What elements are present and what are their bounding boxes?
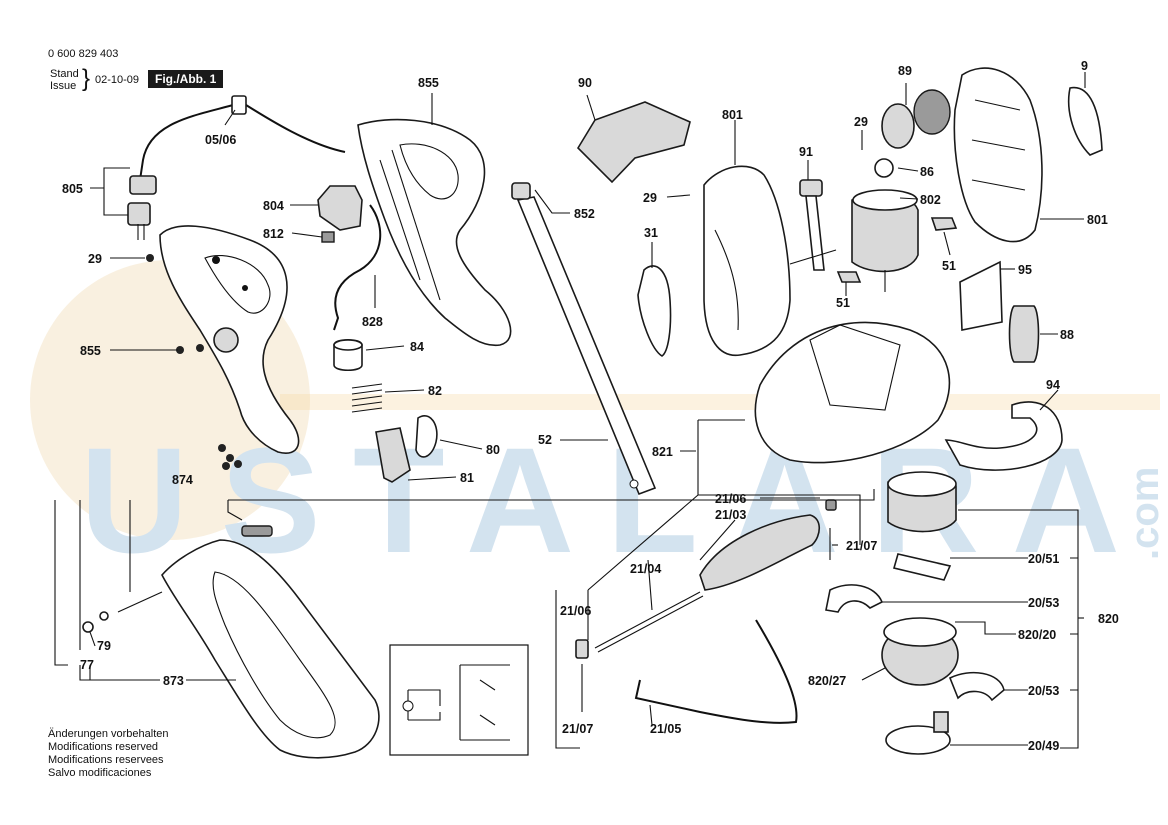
label-29-top: 29 [854,115,868,129]
part-9 [1067,86,1103,156]
label-29-left: 29 [88,252,102,266]
screws-left [146,254,242,470]
part-handle-855 [159,225,300,454]
label-874: 874 [172,473,193,487]
label-801-right: 801 [1087,213,1108,227]
label-852: 852 [574,207,595,221]
label-88: 88 [1060,328,1074,342]
note-de: Änderungen vorbehalten [48,728,169,740]
part-motor-housing-801 [703,165,791,357]
part-guard-821 [754,321,951,464]
label-94: 94 [1046,378,1060,392]
note-fr: Modifications reservees [48,754,164,766]
part-51-95-88 [836,217,1040,363]
part-labels: 05/06 805 29 855 855 804 812 828 84 82 8… [62,59,1119,753]
label-21-06-bottom: 21/06 [560,604,591,618]
label-80: 80 [486,443,500,457]
label-9: 9 [1081,59,1088,73]
part-84-82-80-81 [333,338,438,483]
label-20-51: 20/51 [1028,552,1059,566]
part-inset-circuit [389,644,529,756]
label-820-20: 820/20 [1018,628,1056,642]
label-91: 91 [799,145,813,159]
label-820-27: 820/27 [808,674,846,688]
part-tube-852 [511,182,657,496]
label-79: 79 [97,639,111,653]
label-90: 90 [578,76,592,90]
label-77: 77 [80,658,94,672]
note-en: Modifications reserved [48,741,159,753]
label-812: 812 [263,227,284,241]
label-21-03: 21/03 [715,508,746,522]
label-821: 821 [652,445,673,459]
doc-number: 0 600 829 403 [48,48,119,60]
label-805: 805 [62,182,83,196]
label-804: 804 [263,199,284,213]
issue-date: 02-10-09 [95,74,140,86]
label-855-top: 855 [418,76,439,90]
brace: } [82,65,91,92]
part-cap-90 [576,101,691,184]
note-es: Salvo modificaciones [48,767,152,779]
part-cable-805 [127,95,346,240]
part-handle-94 [944,401,1063,471]
label-05-06: 05/06 [205,133,236,147]
part-motor-802 [851,158,919,292]
label-802: 802 [920,193,941,207]
modification-notes: Änderungen vorbehalten Modifications res… [48,728,168,780]
leader-lines [54,72,1086,749]
label-21-07-bottom: 21/07 [562,722,593,736]
issue-label: Issue [50,80,77,92]
label-95: 95 [1018,263,1032,277]
label-20-53-bottom: 20/53 [1028,684,1059,698]
label-86: 86 [920,165,934,179]
label-31: 31 [644,226,658,240]
label-89: 89 [898,64,912,78]
part-auxiliary-handle-873 [82,525,380,759]
part-shaft-21 [575,499,837,724]
part-housing-half-855 [357,118,512,347]
label-84: 84 [410,340,424,354]
label-873: 873 [163,674,184,688]
label-820: 820 [1098,612,1119,626]
label-21-04: 21/04 [630,562,661,576]
label-51-left: 51 [836,296,850,310]
part-fan-89 [881,89,951,149]
label-20-49: 20/49 [1028,739,1059,753]
label-51-right: 51 [942,259,956,273]
label-20-53-top: 20/53 [1028,596,1059,610]
part-wire-828 [333,204,382,331]
label-81: 81 [460,471,474,485]
label-21-05: 21/05 [650,722,681,736]
label-29-center: 29 [643,191,657,205]
figure-label: Fig./Abb. 1 [148,70,224,88]
label-801-center: 801 [722,108,743,122]
label-82: 82 [428,384,442,398]
watermark-suffix: .com [1123,467,1167,560]
stand-label: Stand [50,68,79,80]
label-855-left: 855 [80,344,101,358]
part-housing-801-right [953,67,1043,243]
label-21-06-top: 21/06 [715,492,746,506]
part-31 [637,265,672,357]
part-spool-820-group [825,471,1005,755]
label-828: 828 [362,315,383,329]
label-21-07-right: 21/07 [846,539,877,553]
part-switch-91 [789,179,837,271]
part-switch-804 [317,185,363,243]
label-52: 52 [538,433,552,447]
